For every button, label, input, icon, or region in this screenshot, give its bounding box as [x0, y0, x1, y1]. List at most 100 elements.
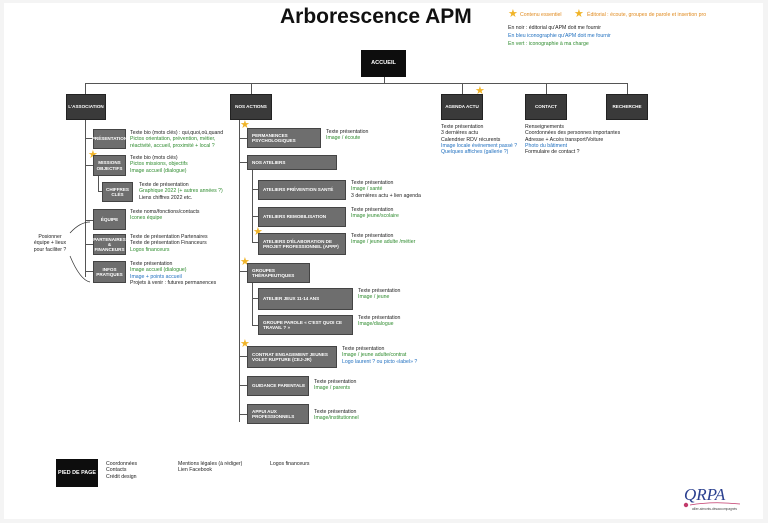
- note-line: Image / parents: [314, 385, 351, 392]
- node-equipe[interactable]: ÉQUIPE: [93, 209, 126, 230]
- node-guidance[interactable]: GUIDANCE PARENTALE: [247, 376, 309, 396]
- note-line: Liens chiffres 2022 etc.: [139, 194, 193, 201]
- connector: [98, 176, 99, 191]
- node-contrat[interactable]: CONTRAT ENGAGEMENT JEUNES VOLET RUPTURE …: [247, 346, 337, 368]
- star-icon: ★: [88, 150, 98, 161]
- node-groupes[interactable]: GROUPES THÉRAPEUTIQUES: [247, 263, 310, 283]
- node-elaboration[interactable]: ATELIERS D'ÉLABORATION DE PROJET PROFESS…: [258, 233, 346, 255]
- note-line: Formulaire de contact ?: [525, 149, 580, 156]
- node-infos[interactable]: INFOS PRATIQUES: [93, 261, 126, 283]
- footer-line: Contacts: [106, 467, 127, 474]
- connector: [252, 170, 253, 242]
- node-label: APPUI AUX PROFESSIONNELS: [252, 408, 295, 419]
- note-line: Texte noms/fonctions/contacts: [130, 209, 200, 215]
- node-label: PRÉSENTATION: [91, 136, 128, 142]
- footer-node[interactable]: PIED DE PAGE: [56, 459, 98, 487]
- note-line: 3 dernières actu: [441, 130, 479, 137]
- section-association[interactable]: L'ASSOCIATION: [66, 94, 106, 120]
- node-label: GROUPES THÉRAPEUTIQUES: [252, 267, 295, 278]
- note-line: Image locale événement passé ?: [441, 142, 518, 149]
- note-line: Texte présentation: [314, 379, 357, 385]
- note-line: Quelques affiches (gallerie ?): [441, 149, 509, 156]
- note-line: Image / jeune adulte/contrat: [342, 352, 407, 359]
- note-line: Texte bio (mots clés) : qui,quoi,où,quan…: [130, 130, 224, 136]
- footer-col3: Logos financeurs: [270, 461, 310, 467]
- note-line: Texte présentation: [342, 346, 385, 352]
- node-prevention[interactable]: ATELIERS PRÉVENTION SANTÉ: [258, 180, 346, 200]
- node-appui[interactable]: APPUI AUX PROFESSIONNELS: [247, 404, 309, 424]
- elaboration-notes: Texte présentation Image / jeune adulte …: [351, 233, 415, 246]
- node-ateliers[interactable]: NOS ATELIERS: [247, 155, 337, 170]
- connector: [252, 298, 258, 299]
- root-node[interactable]: ACCUEIL: [361, 50, 406, 77]
- presentation-notes: Texte bio (mots clés) : qui,quoi,où,quan…: [130, 130, 225, 149]
- legend-editorial: Éditorial : écoute, groupes de parole et…: [587, 12, 707, 18]
- section-label: AGENDA ACTU: [445, 104, 479, 110]
- connector: [252, 283, 253, 325]
- node-chiffres[interactable]: CHIFFRES CLÉS: [102, 182, 133, 202]
- appui-notes: Texte présentation Image/institutionnel: [314, 409, 359, 422]
- node-label: INFOS PRATIQUES: [96, 266, 123, 277]
- agenda-notes: Texte présentation 3 dernières actu Cale…: [441, 124, 517, 155]
- note-line: Texte de présentation Partenaires: [130, 234, 208, 240]
- connector: [252, 216, 258, 217]
- section-actions[interactable]: NOS ACTIONS: [230, 94, 272, 120]
- note-line: Image / santé: [351, 186, 383, 193]
- note-line: Texte présentation: [326, 129, 369, 135]
- connector: [462, 83, 463, 94]
- logo-dot: [683, 502, 689, 508]
- node-presentation[interactable]: PRÉSENTATION: [91, 129, 128, 149]
- node-remobilisation[interactable]: ATELIERS REMOBILISATION: [258, 207, 346, 227]
- note-line: Texte présentation: [351, 207, 394, 213]
- positioning-note: Posionner équipe + lieux pour faciliter …: [33, 234, 67, 253]
- note-line: Image / jeune adulte /métier: [351, 239, 416, 246]
- node-missions[interactable]: MISSIONS OBJECTIFS: [93, 155, 126, 176]
- note-line: Texte de présentation: [139, 182, 189, 188]
- missions-notes: Texte bio (mots clés) Pictos missions, o…: [130, 155, 188, 174]
- note-line: Image accueil (dialogue): [130, 167, 187, 174]
- legend-blue: En bleu iconographie qu'APM doit me four…: [508, 33, 611, 39]
- section-contact[interactable]: CONTACT: [525, 94, 567, 120]
- node-label: GUIDANCE PARENTALE: [252, 383, 306, 389]
- note-line: Pictos orientation, prévention, métier, …: [130, 136, 216, 149]
- connector: [239, 385, 247, 386]
- note-line: Image jeune/scolaire: [351, 213, 399, 220]
- node-ateliers-jeux[interactable]: ATELIER JEUX 11-14 ANS: [258, 288, 353, 310]
- node-groupe-parole[interactable]: GROUPE PAROLE « C'EST QUOI CE TRAVAIL ? …: [258, 315, 353, 335]
- note-line: Image/institutionnel: [314, 415, 359, 422]
- note-line: Image / écoute: [326, 135, 361, 142]
- node-permanences[interactable]: PERMANENCES PSYCHOLOGIQUES: [247, 128, 321, 148]
- node-label: ATELIER JEUX 11-14 ANS: [263, 296, 320, 302]
- connector: [239, 138, 247, 139]
- note-line: Texte présentation: [358, 315, 401, 321]
- section-recherche[interactable]: RECHERCHE: [606, 94, 648, 120]
- note-line: Logo laurent ? ou picto «label» ?: [342, 358, 418, 365]
- note-line: Photo du bâtiment: [525, 142, 568, 149]
- logo-tagline: allier-aimonts-désaccompagnés: [692, 507, 737, 511]
- note-line: Icones équipe: [130, 215, 163, 222]
- page: [4, 3, 763, 519]
- connector: [85, 138, 93, 139]
- note-line: Texte présentation: [358, 288, 401, 294]
- legend-black: En noir : éditorial qu'APM doit me fourn…: [508, 25, 601, 31]
- contact-notes: Renseignements Coordonnées des personnes…: [525, 124, 620, 155]
- connector: [251, 83, 252, 94]
- section-label: RECHERCHE: [612, 104, 642, 110]
- logo-mark: QRPA allier-aimonts-désaccompagnés: [683, 485, 741, 511]
- connector: [85, 83, 86, 94]
- section-agenda[interactable]: AGENDA ACTU: [441, 94, 483, 120]
- footer-line: Logos financeurs: [270, 461, 310, 467]
- footer-line: Crédit design: [106, 473, 137, 480]
- node-label: ÉQUIPE: [100, 216, 119, 222]
- note-line: Image accueil (dialogue): [130, 267, 187, 274]
- note-line: Texte présentation: [441, 124, 484, 130]
- star-icon: ★: [240, 338, 250, 350]
- ateliers-jeux-notes: Texte présentation Image / jeune: [358, 288, 400, 301]
- node-label: GROUPE PAROLE « C'EST QUOI CE TRAVAIL ? …: [263, 319, 343, 330]
- chiffres-notes: Texte de présentation Graphique 2022 (+ …: [139, 182, 223, 201]
- star-icon: ★: [240, 119, 250, 131]
- node-partenaires[interactable]: PARTENAIRES & FINANCEURS: [93, 234, 126, 255]
- prevention-notes: Texte présentation Image / santé 3 derni…: [351, 180, 421, 199]
- connector: [252, 325, 258, 326]
- note-line: Image + points accueil: [130, 273, 182, 280]
